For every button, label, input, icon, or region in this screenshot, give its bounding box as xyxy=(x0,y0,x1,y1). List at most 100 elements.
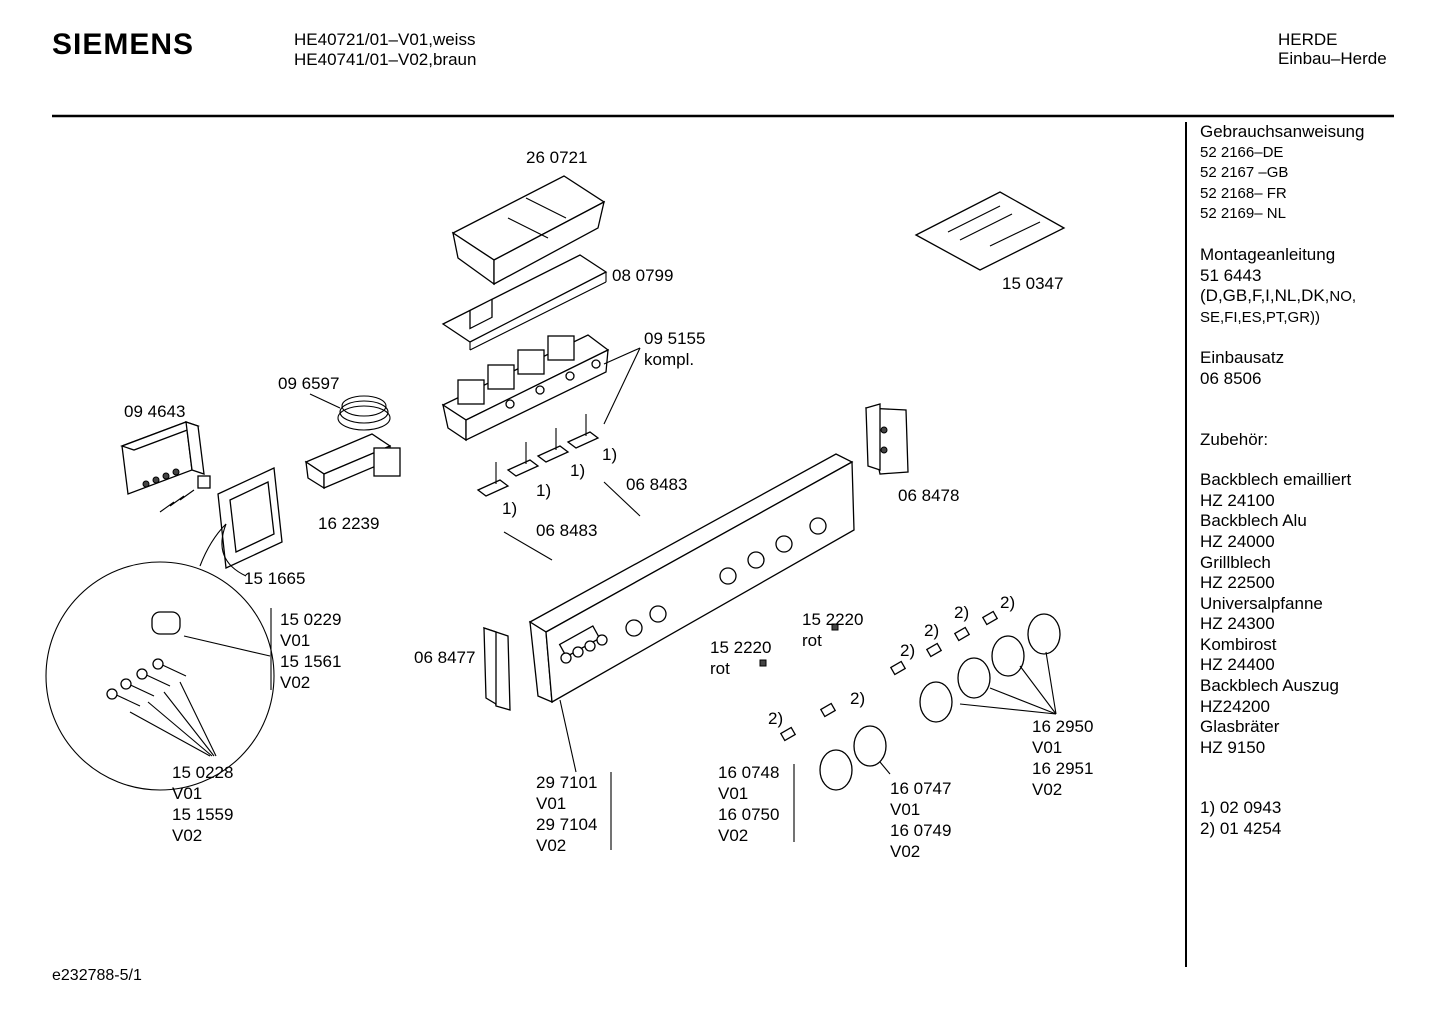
part-label: 06 8483 xyxy=(626,475,688,494)
pushbuttons xyxy=(476,414,600,497)
model-line: HE40741/01–V02,braun xyxy=(294,50,477,69)
group-title: Gebrauchsanweisung xyxy=(1200,122,1365,141)
part-variant: V02 xyxy=(536,836,567,855)
manual-number: 52 2168– FR xyxy=(1200,184,1287,202)
accessory-item: Backblech Alu xyxy=(1200,511,1307,531)
footnote-ref: 2) xyxy=(924,621,940,640)
tray-part xyxy=(451,175,606,286)
part-note: kompl. xyxy=(644,350,695,369)
part-label: 06 8478 xyxy=(898,486,960,505)
part-label: 09 6597 xyxy=(278,374,340,393)
brand-logo: SIEMENS xyxy=(52,28,195,61)
footnote-ref: 1) xyxy=(570,461,586,480)
accessory-item: HZ 24300 xyxy=(1200,614,1275,634)
screw-bag-part xyxy=(914,191,1066,271)
accessory-item: HZ 22500 xyxy=(1200,573,1275,593)
footnote-ref: 1) xyxy=(536,481,552,500)
detail-magnifier xyxy=(45,523,275,791)
part-number: 15 0228 xyxy=(172,763,234,782)
drawing-code: e232788-5/1 xyxy=(52,967,142,984)
accessory-item: HZ 9150 xyxy=(1200,737,1266,757)
part-label: 15 2220 rot xyxy=(802,609,863,651)
manual-number: 52 2169– NL xyxy=(1200,205,1286,223)
part-variant: V02 xyxy=(890,842,921,861)
part-variant: V01 xyxy=(718,784,749,803)
bracket-part xyxy=(217,467,283,569)
group-title: Einbausatz xyxy=(1200,348,1285,368)
manual-group: Gebrauchsanweisung 52 2166–DE 52 2167 –G… xyxy=(1200,122,1420,225)
footnote-ref: 2) xyxy=(850,689,866,708)
footnote: 2) 01 4254 xyxy=(1200,819,1282,839)
group-title: Montageanleitung xyxy=(1200,244,1336,264)
side-bracket-right xyxy=(865,403,909,475)
part-number: 15 1561 xyxy=(280,652,342,671)
accessories-group: Zubehör: Backblech emailliert HZ 24100 B… xyxy=(1200,430,1420,759)
accessory-item: Glasbräter xyxy=(1200,717,1280,737)
accessory-item: Backblech Auszug xyxy=(1200,676,1339,696)
side-bracket-left xyxy=(483,627,511,711)
part-variant: V01 xyxy=(1032,738,1063,757)
accessory-item: Universalpfanne xyxy=(1200,593,1323,613)
part-number: 16 0747 xyxy=(890,779,952,798)
part-note: rot xyxy=(710,659,730,678)
manual-number: 52 2166–DE xyxy=(1200,143,1284,161)
manual-number: 52 2167 –GB xyxy=(1200,164,1289,182)
footnote-ref: 2) xyxy=(954,603,970,622)
installation-group: Montageanleitung 51 6443 (D,GB,F,I,NL,DK… xyxy=(1200,245,1420,328)
part-label: 06 8483 xyxy=(536,521,598,540)
part-label: 08 0799 xyxy=(612,266,674,285)
part-note: rot xyxy=(802,631,822,650)
accessory-item: HZ 24000 xyxy=(1200,531,1275,551)
part-variant: V01 xyxy=(536,794,567,813)
model-list: HE40721/01–V01,weiss HE40741/01–V02,brau… xyxy=(294,30,476,70)
category-line: HERDE xyxy=(1278,30,1338,49)
part-number: 15 2220 xyxy=(710,638,772,657)
part-label: 15 0347 xyxy=(1002,274,1064,293)
part-number: 16 0749 xyxy=(890,821,952,840)
part-variant: V02 xyxy=(280,673,311,692)
switch-block-part xyxy=(441,334,610,442)
part-label: 09 4643 xyxy=(124,402,186,421)
part-label: 09 5155 kompl. xyxy=(644,328,705,370)
accessory-item: Kombirost xyxy=(1200,634,1277,654)
spacers xyxy=(779,610,999,742)
part-number: 09 5155 xyxy=(644,329,706,348)
part-label: 15 0229 V01 15 1561 V02 xyxy=(280,609,341,693)
part-variant: V01 xyxy=(172,784,203,803)
part-label: 06 8477 xyxy=(414,648,476,667)
part-label: 15 0228 V01 15 1559 V02 xyxy=(172,762,233,846)
part-number: 15 0229 xyxy=(280,610,342,629)
part-variant: V02 xyxy=(1032,780,1063,799)
part-variant: V02 xyxy=(172,826,203,845)
accessory-item: HZ 24400 xyxy=(1200,655,1275,675)
part-label: 29 7101 V01 29 7104 V02 xyxy=(536,772,597,856)
language-list: (D,GB,F,I,NL,DK, xyxy=(1200,286,1330,306)
model-line: HE40721/01–V01,weiss xyxy=(294,30,476,49)
part-label: 16 2239 xyxy=(318,514,380,533)
category: HERDE Einbau–Herde xyxy=(1278,30,1387,68)
footnote-ref: 2) xyxy=(768,709,784,728)
accessory-item: HZ24200 xyxy=(1200,696,1270,716)
footnote-ref: 2) xyxy=(900,641,916,660)
clock-module-part xyxy=(120,421,211,513)
language-list: SE,FI,ES,PT,GR)) xyxy=(1200,308,1321,326)
footnote-ref: 1) xyxy=(602,445,618,464)
accessory-item: Backblech emailliert xyxy=(1200,470,1352,490)
installation-number: 51 6443 xyxy=(1200,265,1262,285)
accessory-item: Grillblech xyxy=(1200,552,1271,572)
thermostat-part xyxy=(304,393,401,490)
kit-group: Einbausatz 06 8506 xyxy=(1200,348,1420,389)
part-variant: V01 xyxy=(890,800,921,819)
part-number: 29 7104 xyxy=(536,815,598,834)
kit-number: 06 8506 xyxy=(1200,368,1262,388)
footnote: 1) 02 0943 xyxy=(1200,798,1282,818)
part-variant: V01 xyxy=(280,631,311,650)
knobs-left xyxy=(819,725,887,791)
knobs-right xyxy=(919,613,1061,723)
part-label: 26 0721 xyxy=(526,148,588,167)
part-number: 29 7101 xyxy=(536,773,598,792)
part-number: 15 2220 xyxy=(802,610,864,629)
part-label: 16 0747 V01 16 0749 V02 xyxy=(890,778,951,862)
sidebar-info: Gebrauchsanweisung 52 2166–DE 52 2167 –G… xyxy=(1200,122,1420,840)
